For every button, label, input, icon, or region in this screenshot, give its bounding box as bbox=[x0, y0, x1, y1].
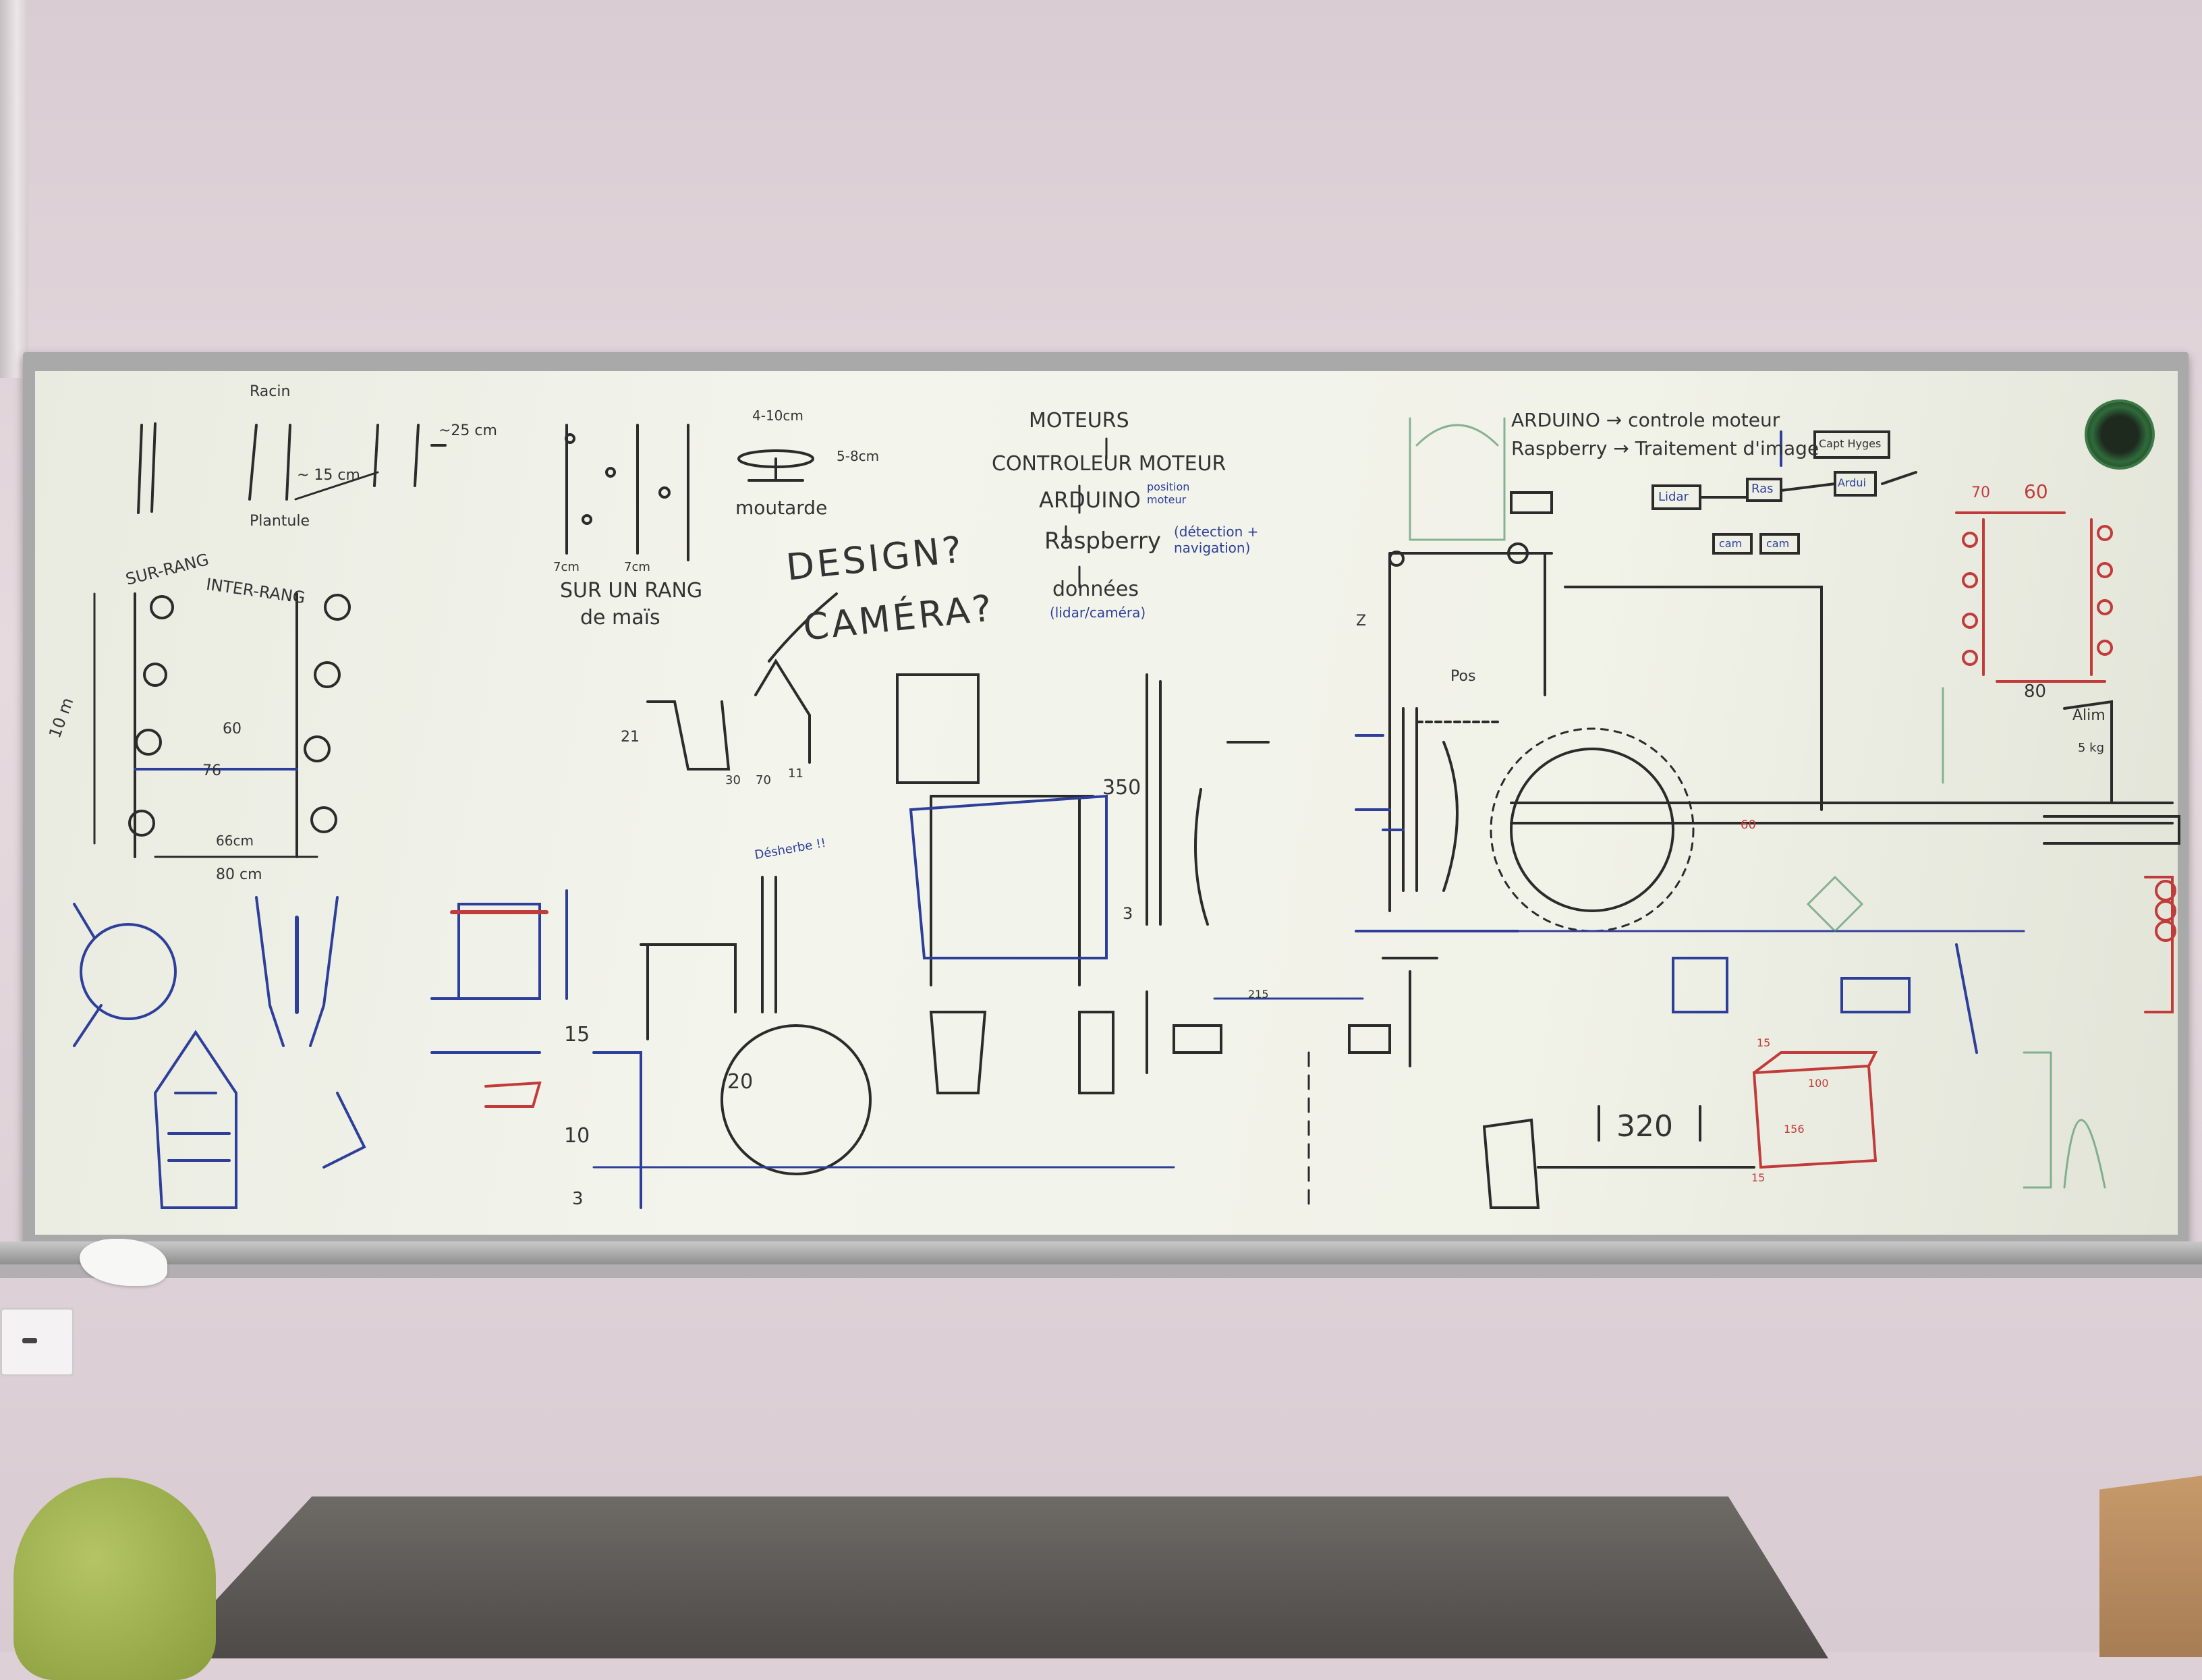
label-60: 60 bbox=[223, 721, 242, 737]
label-alim-weight: 5 kg bbox=[2078, 741, 2105, 755]
label-sur-un-rang: SUR UN RANG bbox=[560, 579, 703, 603]
label-66cm: 66cm bbox=[216, 833, 254, 849]
dim-100: 100 bbox=[1808, 1077, 1829, 1090]
label-25cm: ~25 cm bbox=[439, 422, 497, 439]
dim-70: 70 bbox=[756, 773, 771, 787]
dim-3b: 3 bbox=[572, 1189, 584, 1209]
dim-15-top: 15 bbox=[1757, 1036, 1771, 1049]
dim-80-chassis: 80 bbox=[2024, 681, 2047, 702]
logo-sticker-icon bbox=[2085, 399, 2155, 470]
right-raspberry-line: Raspberry → Traitement d'image bbox=[1511, 437, 1819, 459]
dim-15-bottom: 15 bbox=[1751, 1171, 1766, 1184]
cardboard-box bbox=[2099, 1475, 2202, 1657]
arch-raspberry: Raspberry bbox=[1044, 528, 1161, 555]
dim-70-red: 70 bbox=[1971, 484, 1990, 501]
dim-350: 350 bbox=[1102, 776, 1141, 800]
plant-stroke bbox=[373, 424, 420, 487]
label-7cm-b: 7cm bbox=[624, 560, 650, 574]
dim-215: 215 bbox=[1248, 988, 1269, 1001]
plant-stroke bbox=[137, 422, 157, 514]
dim-10: 10 bbox=[564, 1124, 590, 1148]
label-de-mais: de maïs bbox=[580, 606, 660, 629]
dim-15: 15 bbox=[564, 1023, 590, 1046]
outlet-slot-icon bbox=[22, 1338, 37, 1343]
arch-controleur: CONTROLEUR MOTEUR bbox=[992, 452, 1226, 476]
label-7cm-a: 7cm bbox=[553, 560, 580, 574]
dim-30: 30 bbox=[725, 773, 741, 787]
dim-11: 11 bbox=[788, 766, 803, 781]
dim-156: 156 bbox=[1784, 1123, 1805, 1136]
label-alim: Alim bbox=[2072, 707, 2106, 724]
dim-320: 320 bbox=[1616, 1109, 1673, 1144]
box-capt-hyges: Capt Hyges bbox=[1819, 437, 1882, 450]
arch-donnees: données bbox=[1052, 578, 1139, 601]
dim-20: 20 bbox=[727, 1070, 754, 1094]
label-racin: Racin bbox=[250, 383, 291, 400]
right-arduino-line: ARDUINO → controle moteur bbox=[1511, 409, 1780, 431]
arch-arduino: ARDUINO bbox=[1039, 487, 1141, 513]
chair bbox=[13, 1478, 216, 1680]
marker-tray bbox=[0, 1241, 2202, 1264]
label-4-10cm: 4-10cm bbox=[752, 408, 803, 424]
dim-3: 3 bbox=[1123, 904, 1133, 923]
label-5-8cm: 5-8cm bbox=[837, 448, 880, 464]
label-moutarde: moutarde bbox=[735, 497, 828, 519]
box-lidar: Lidar bbox=[1658, 490, 1689, 504]
wall-outlet bbox=[0, 1308, 74, 1376]
label-80cm: 80 cm bbox=[216, 866, 262, 883]
box-ras: Ras bbox=[1751, 482, 1774, 496]
box-ardui: Ardui bbox=[1838, 476, 1866, 489]
dim-60-wheel: 60 bbox=[1741, 818, 1756, 832]
marker-tray-lip bbox=[0, 1264, 2202, 1278]
plant-stroke bbox=[248, 424, 291, 501]
label-z: Z bbox=[1356, 613, 1367, 629]
label-pos: Pos bbox=[1450, 668, 1476, 685]
arch-moteurs: MOTEURS bbox=[1029, 409, 1129, 432]
box-cam-1: cam bbox=[1719, 537, 1743, 550]
dim-60-red: 60 bbox=[2024, 480, 2048, 503]
table bbox=[162, 1496, 1828, 1658]
wall-pillar bbox=[0, 0, 28, 378]
label-76: 76 bbox=[202, 762, 221, 779]
arch-lidar-camera: (lidar/caméra) bbox=[1050, 605, 1146, 621]
label-plantule: Plantule bbox=[250, 513, 310, 530]
box-cam-2: cam bbox=[1766, 537, 1790, 550]
arch-position-moteur: position moteur bbox=[1147, 480, 1190, 506]
dim-21: 21 bbox=[621, 729, 640, 746]
label-15cm: ~ 15 cm bbox=[297, 467, 360, 484]
arch-detection: (détection + navigation) bbox=[1174, 524, 1259, 556]
